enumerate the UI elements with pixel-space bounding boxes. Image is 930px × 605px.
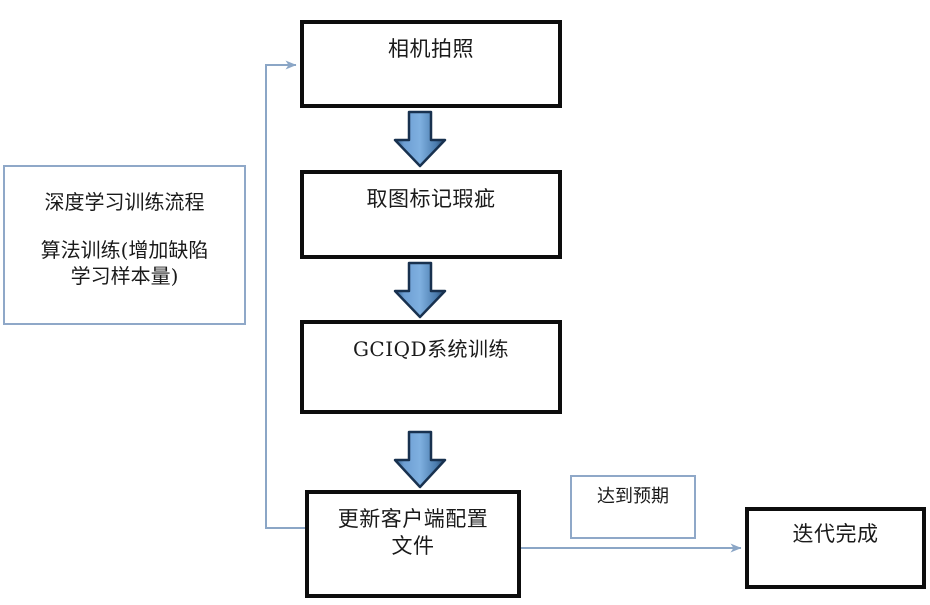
process-box-mark-defects[interactable]: 取图标记瑕疵 (300, 170, 562, 259)
process-box-gciqd-training[interactable]: GCIQD系统训练 (300, 320, 562, 414)
process-box-camera-capture[interactable]: 相机拍照 (300, 20, 562, 108)
block-arrow-train-to-update (393, 430, 447, 489)
process-label-update-client-config: 更新客户端配置 文件 (337, 507, 489, 558)
process-label-mark-defects: 取图标记瑕疵 (366, 187, 496, 211)
note-box-training-process: 深度学习训练流程 算法训练(增加缺陷 学习样本量) (3, 165, 246, 325)
process-box-update-client-config[interactable]: 更新客户端配置 文件 (305, 490, 521, 598)
process-label-iteration-complete: 迭代完成 (792, 522, 879, 546)
process-box-iteration-complete[interactable]: 迭代完成 (745, 507, 926, 589)
edge-label-meets-expectation: 达到预期 (597, 486, 669, 507)
edge-label-box-meets-expectation: 达到预期 (570, 475, 696, 539)
block-arrow-camera-to-mark (393, 110, 447, 168)
note-title: 深度学习训练流程 (44, 190, 205, 214)
note-body: 算法训练(增加缺陷 学习样本量) (40, 238, 209, 289)
block-arrow-mark-to-train (393, 261, 447, 319)
feedback-connector-update-to-camera (265, 60, 305, 529)
process-label-gciqd-training: GCIQD系统训练 (352, 337, 510, 361)
process-label-camera-capture: 相机拍照 (388, 37, 474, 61)
